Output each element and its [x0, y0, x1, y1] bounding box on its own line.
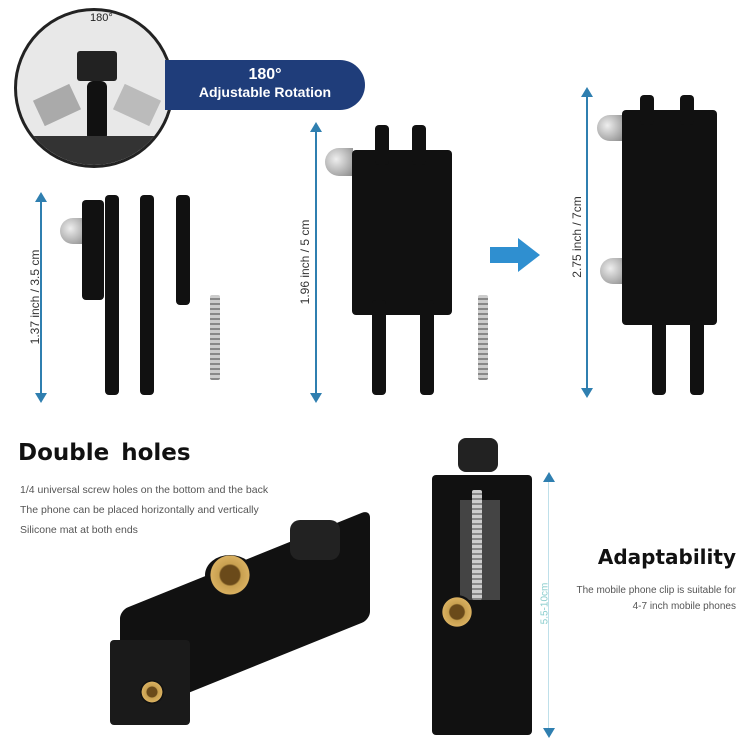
clip-knob	[290, 520, 340, 560]
desc-line: 4-7 inch mobile phones	[632, 601, 736, 612]
medium-mount	[352, 150, 452, 315]
double-holes-title: Double holes	[18, 440, 191, 466]
adaptability-title: Adaptability	[597, 545, 736, 569]
transform-arrow-icon	[490, 247, 520, 263]
desc-line: Silicone mat at both ends	[20, 524, 138, 536]
double-holes-desc: 1/4 universal screw holes on the bottom …	[20, 480, 268, 540]
dimension-label-medium: 1.96 inch / 5 cm	[298, 219, 312, 305]
rotation-angle-label: 180°	[90, 12, 113, 24]
desc-line: The mobile phone clip is suitable for	[576, 585, 736, 596]
rotation-banner-text: Adjustable Rotation	[198, 84, 332, 100]
dimension-label-short: 1.37 inch / 3.5 cm	[28, 249, 42, 345]
mount-knob	[60, 218, 86, 244]
desc-line: 1/4 universal screw holes on the bottom …	[20, 484, 269, 496]
clip-knob	[458, 438, 498, 472]
dimension-label-long: 2.75 inch / 7cm	[570, 196, 584, 278]
rotation-banner: 180° Adjustable Rotation	[165, 60, 365, 110]
dimension-arrow-long	[581, 87, 593, 398]
screw-hole	[205, 555, 255, 595]
clip-range-line	[543, 472, 555, 738]
rotation-banner-degree: 180°	[248, 66, 282, 83]
long-mount	[622, 110, 717, 325]
dimension-arrow-medium	[310, 122, 322, 403]
rotation-inset	[14, 8, 174, 168]
short-mount	[82, 200, 104, 300]
desc-line: The phone can be placed horizontally and…	[20, 504, 259, 516]
adaptability-desc: The mobile phone clip is suitable for 4-…	[576, 583, 736, 615]
screw	[210, 295, 220, 380]
clip-range-label: 5.5-10cm	[539, 582, 551, 625]
dimension-arrow-short	[35, 192, 47, 403]
